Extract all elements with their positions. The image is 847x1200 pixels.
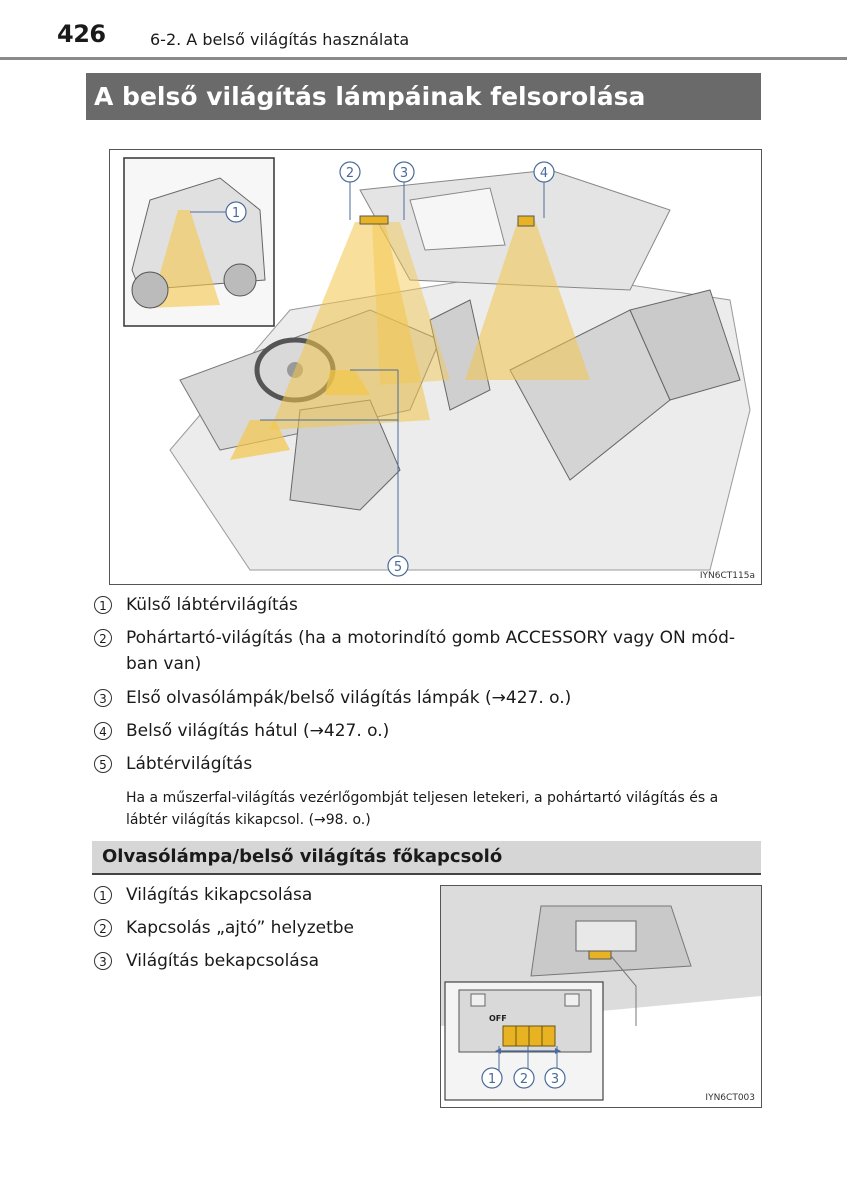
off-label: OFF [489, 1014, 507, 1023]
svg-text:2: 2 [520, 1072, 528, 1087]
callout-2: 2 [339, 161, 361, 183]
item-text: Belső világítás hátul (→427. o.) [126, 721, 390, 741]
item-text: Kapcsolás „ajtó” helyzetbe [126, 918, 354, 938]
page-number: 426 [57, 20, 106, 48]
svg-text:4: 4 [540, 166, 548, 181]
item-number: 2 [94, 629, 112, 647]
item-text: Külső lábtérvilágítás [126, 595, 298, 615]
svg-text:1: 1 [232, 206, 240, 221]
item-number: 5 [94, 755, 112, 773]
car-interior-illustration: 1 2 3 4 5 IYN6CT115a [110, 150, 761, 584]
switch-callout-2: 2 [513, 1067, 535, 1089]
item-text: Pohártartó-világítás (ha a motorindító g… [126, 628, 736, 674]
subsection-title: Olvasólámpa/belső világítás főkapcsoló [92, 841, 761, 875]
item-number: 1 [94, 886, 112, 904]
item-number: 4 [94, 722, 112, 740]
item-text: Lábtérvilágítás [126, 754, 253, 774]
page-header: 426 6-2. A belső világítás használata [0, 0, 847, 60]
svg-text:2: 2 [346, 166, 354, 181]
svg-text:1: 1 [488, 1072, 496, 1087]
chapter-title: 6-2. A belső világítás használata [150, 30, 410, 49]
header-divider [0, 57, 847, 60]
svg-text:5: 5 [394, 560, 402, 575]
item-number: 3 [94, 952, 112, 970]
item-number: 2 [94, 919, 112, 937]
figure-code: IYN6CT115a [700, 571, 755, 581]
figure-code: IYN6CT003 [705, 1093, 755, 1103]
svg-text:3: 3 [551, 1072, 559, 1087]
callout-3: 3 [393, 161, 415, 183]
section-title: A belső világítás lámpáinak felsorolása [86, 73, 761, 120]
callout-1: 1 [225, 201, 247, 223]
item-text: Világítás bekapcsolása [126, 951, 320, 971]
dimmer-note: Ha a műszerfal-világítás vezérlőgombját … [126, 790, 719, 828]
item-number: 3 [94, 689, 112, 707]
main-switch-figure: OFF 1 2 3 IYN6CT003 [440, 885, 762, 1108]
interior-lights-figure: 1 2 3 4 5 IYN6CT115a [109, 149, 762, 585]
callout-5: 5 [387, 555, 409, 577]
switch-callout-3: 3 [544, 1067, 566, 1089]
item-text: Világítás kikapcsolása [126, 885, 313, 905]
callout-4: 4 [533, 161, 555, 183]
switch-callout-1: 1 [481, 1067, 503, 1089]
item-number: 1 [94, 596, 112, 614]
svg-text:3: 3 [400, 166, 408, 181]
switch-illustration: OFF 1 2 3 IYN6CT003 [441, 886, 761, 1107]
item-text: Első olvasólámpák/belső világítás lámpák… [126, 688, 572, 708]
